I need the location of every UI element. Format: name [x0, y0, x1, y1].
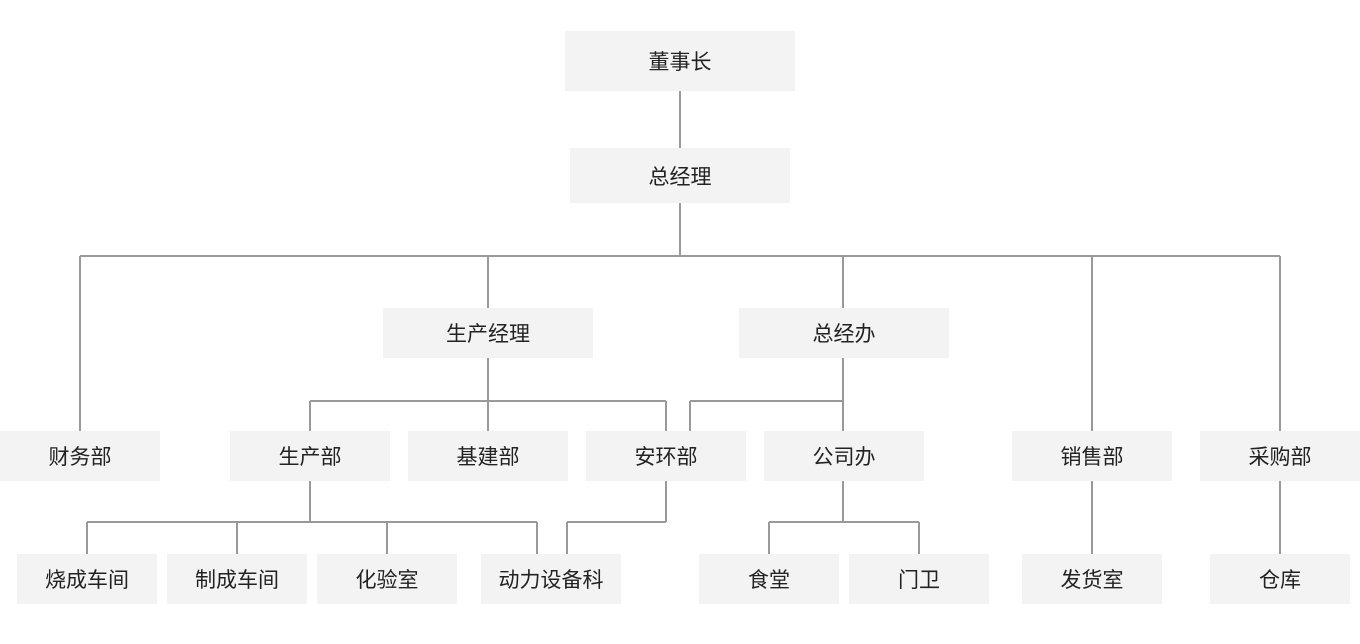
node-company-office: 公司办 [764, 431, 924, 481]
node-general-manager: 总经理 [570, 148, 790, 203]
node-forming: 制成车间 [167, 554, 307, 604]
node-lab: 化验室 [317, 554, 457, 604]
node-safety-env: 安环部 [586, 431, 746, 481]
node-guard: 门卫 [849, 554, 989, 604]
node-power-equipment: 动力设备科 [481, 554, 621, 604]
node-shipping: 发货室 [1022, 554, 1162, 604]
node-purchasing: 采购部 [1200, 431, 1360, 481]
node-sintering: 烧成车间 [17, 554, 157, 604]
node-gm-office: 总经办 [739, 308, 949, 358]
node-sales: 销售部 [1012, 431, 1172, 481]
node-canteen: 食堂 [699, 554, 839, 604]
node-warehouse: 仓库 [1210, 554, 1350, 604]
node-finance: 财务部 [0, 431, 160, 481]
node-construction: 基建部 [408, 431, 568, 481]
node-production: 生产部 [230, 431, 390, 481]
node-production-manager: 生产经理 [383, 308, 593, 358]
node-chairman: 董事长 [565, 31, 795, 91]
